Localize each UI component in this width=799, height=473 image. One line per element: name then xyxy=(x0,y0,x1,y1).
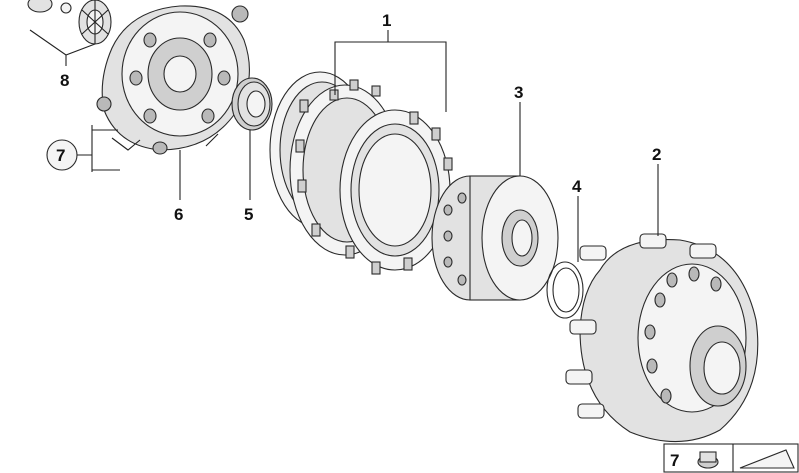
leader-8 xyxy=(29,29,96,66)
part-1-clutch-discs xyxy=(269,71,455,275)
bolt-icon xyxy=(697,451,719,469)
callout-6: 6 xyxy=(174,205,183,224)
part-4-circlip xyxy=(546,261,584,319)
legend-box xyxy=(663,443,799,473)
callout-2: 2 xyxy=(652,145,661,164)
part-2-clutch-basket xyxy=(565,233,759,443)
part-6-pressure-plate xyxy=(96,5,250,155)
callout-1: 1 xyxy=(382,11,391,30)
leader-1 xyxy=(334,30,447,112)
callout-8: 8 xyxy=(60,71,69,90)
wedge-icon xyxy=(739,449,795,469)
callout-5: 5 xyxy=(244,205,253,224)
legend-callout-7: 7 xyxy=(670,451,679,470)
callout-7: 7 xyxy=(56,146,65,165)
callout-4: 4 xyxy=(572,177,582,196)
callout-3: 3 xyxy=(514,83,523,102)
part-3-clutch-hub xyxy=(431,175,559,301)
leader-7 xyxy=(77,125,120,172)
part-8-small-washer xyxy=(27,0,112,45)
part-5-seal-ring xyxy=(231,77,273,131)
